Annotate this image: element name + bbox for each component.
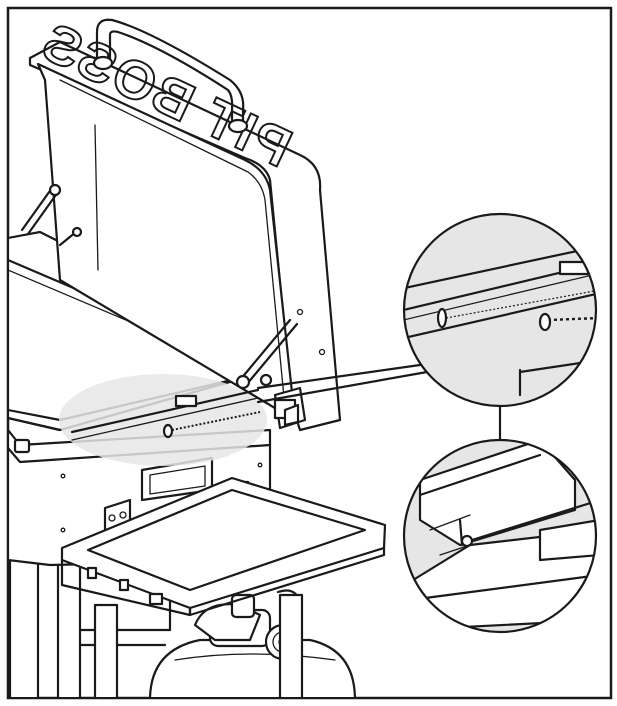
detail-circle-top [402, 212, 598, 408]
hinge-highlight [59, 374, 300, 466]
lid-handle [92, 18, 249, 134]
detail-circle-bottom [402, 438, 598, 634]
propane-tank [149, 638, 356, 697]
lid-struts [20, 183, 299, 390]
side-shelf [60, 476, 387, 617]
